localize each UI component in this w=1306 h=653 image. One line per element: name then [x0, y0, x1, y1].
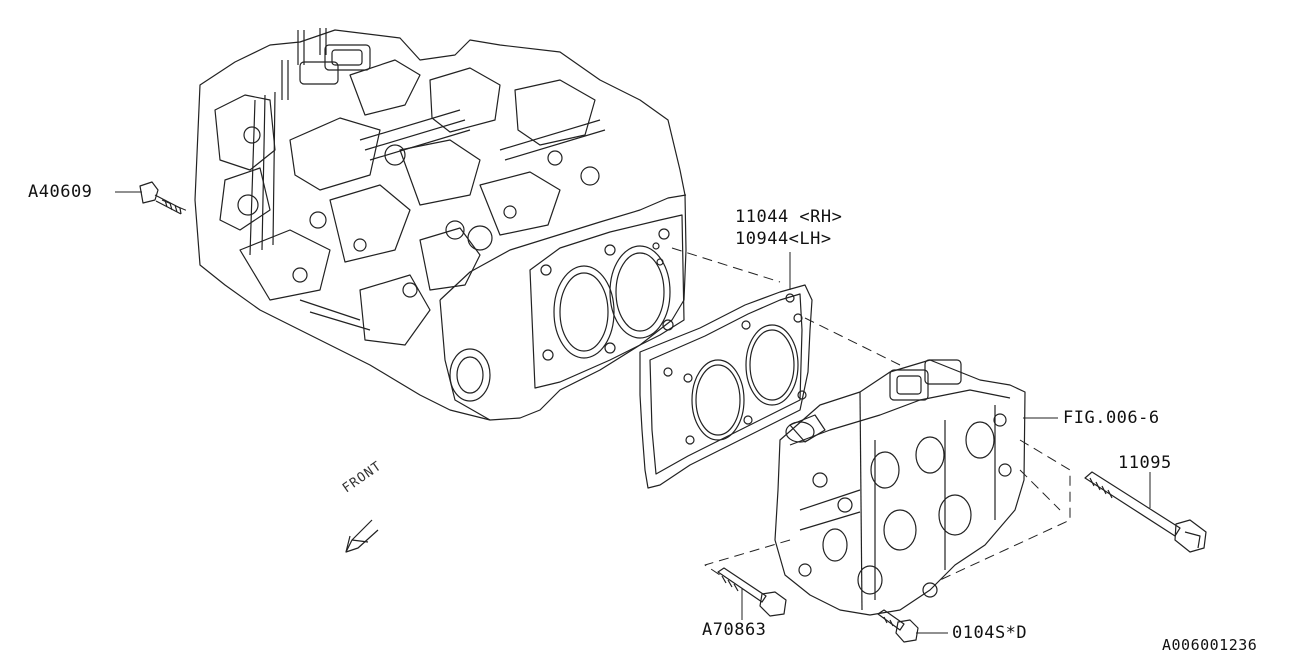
- bolt-a70863[interactable]: [717, 567, 787, 617]
- callout-leaders: [115, 191, 1151, 634]
- callout-10944-lh[interactable]: 10944<LH>: [735, 229, 832, 249]
- bolt-11095[interactable]: [1084, 471, 1207, 553]
- callout-a40609[interactable]: A40609: [28, 182, 93, 202]
- bolt-a40609[interactable]: [139, 181, 182, 215]
- head-gasket: [639, 284, 813, 489]
- cylinder-head: [774, 359, 1026, 616]
- callout-11044-rh[interactable]: 11044 <RH>: [735, 207, 843, 227]
- drawing-id: A006001236: [1162, 636, 1258, 653]
- bolt-0104sd[interactable]: [877, 609, 919, 643]
- assembly-guide-lines: [161, 199, 1071, 581]
- callout-11095[interactable]: 11095: [1118, 453, 1172, 473]
- callout-0104sd[interactable]: 0104S*D: [952, 623, 1028, 643]
- engine-block: [194, 28, 687, 421]
- callout-a70863[interactable]: A70863: [702, 620, 767, 640]
- front-arrow-icon: [345, 519, 379, 553]
- callout-fig-006-6[interactable]: FIG.006-6: [1063, 408, 1160, 428]
